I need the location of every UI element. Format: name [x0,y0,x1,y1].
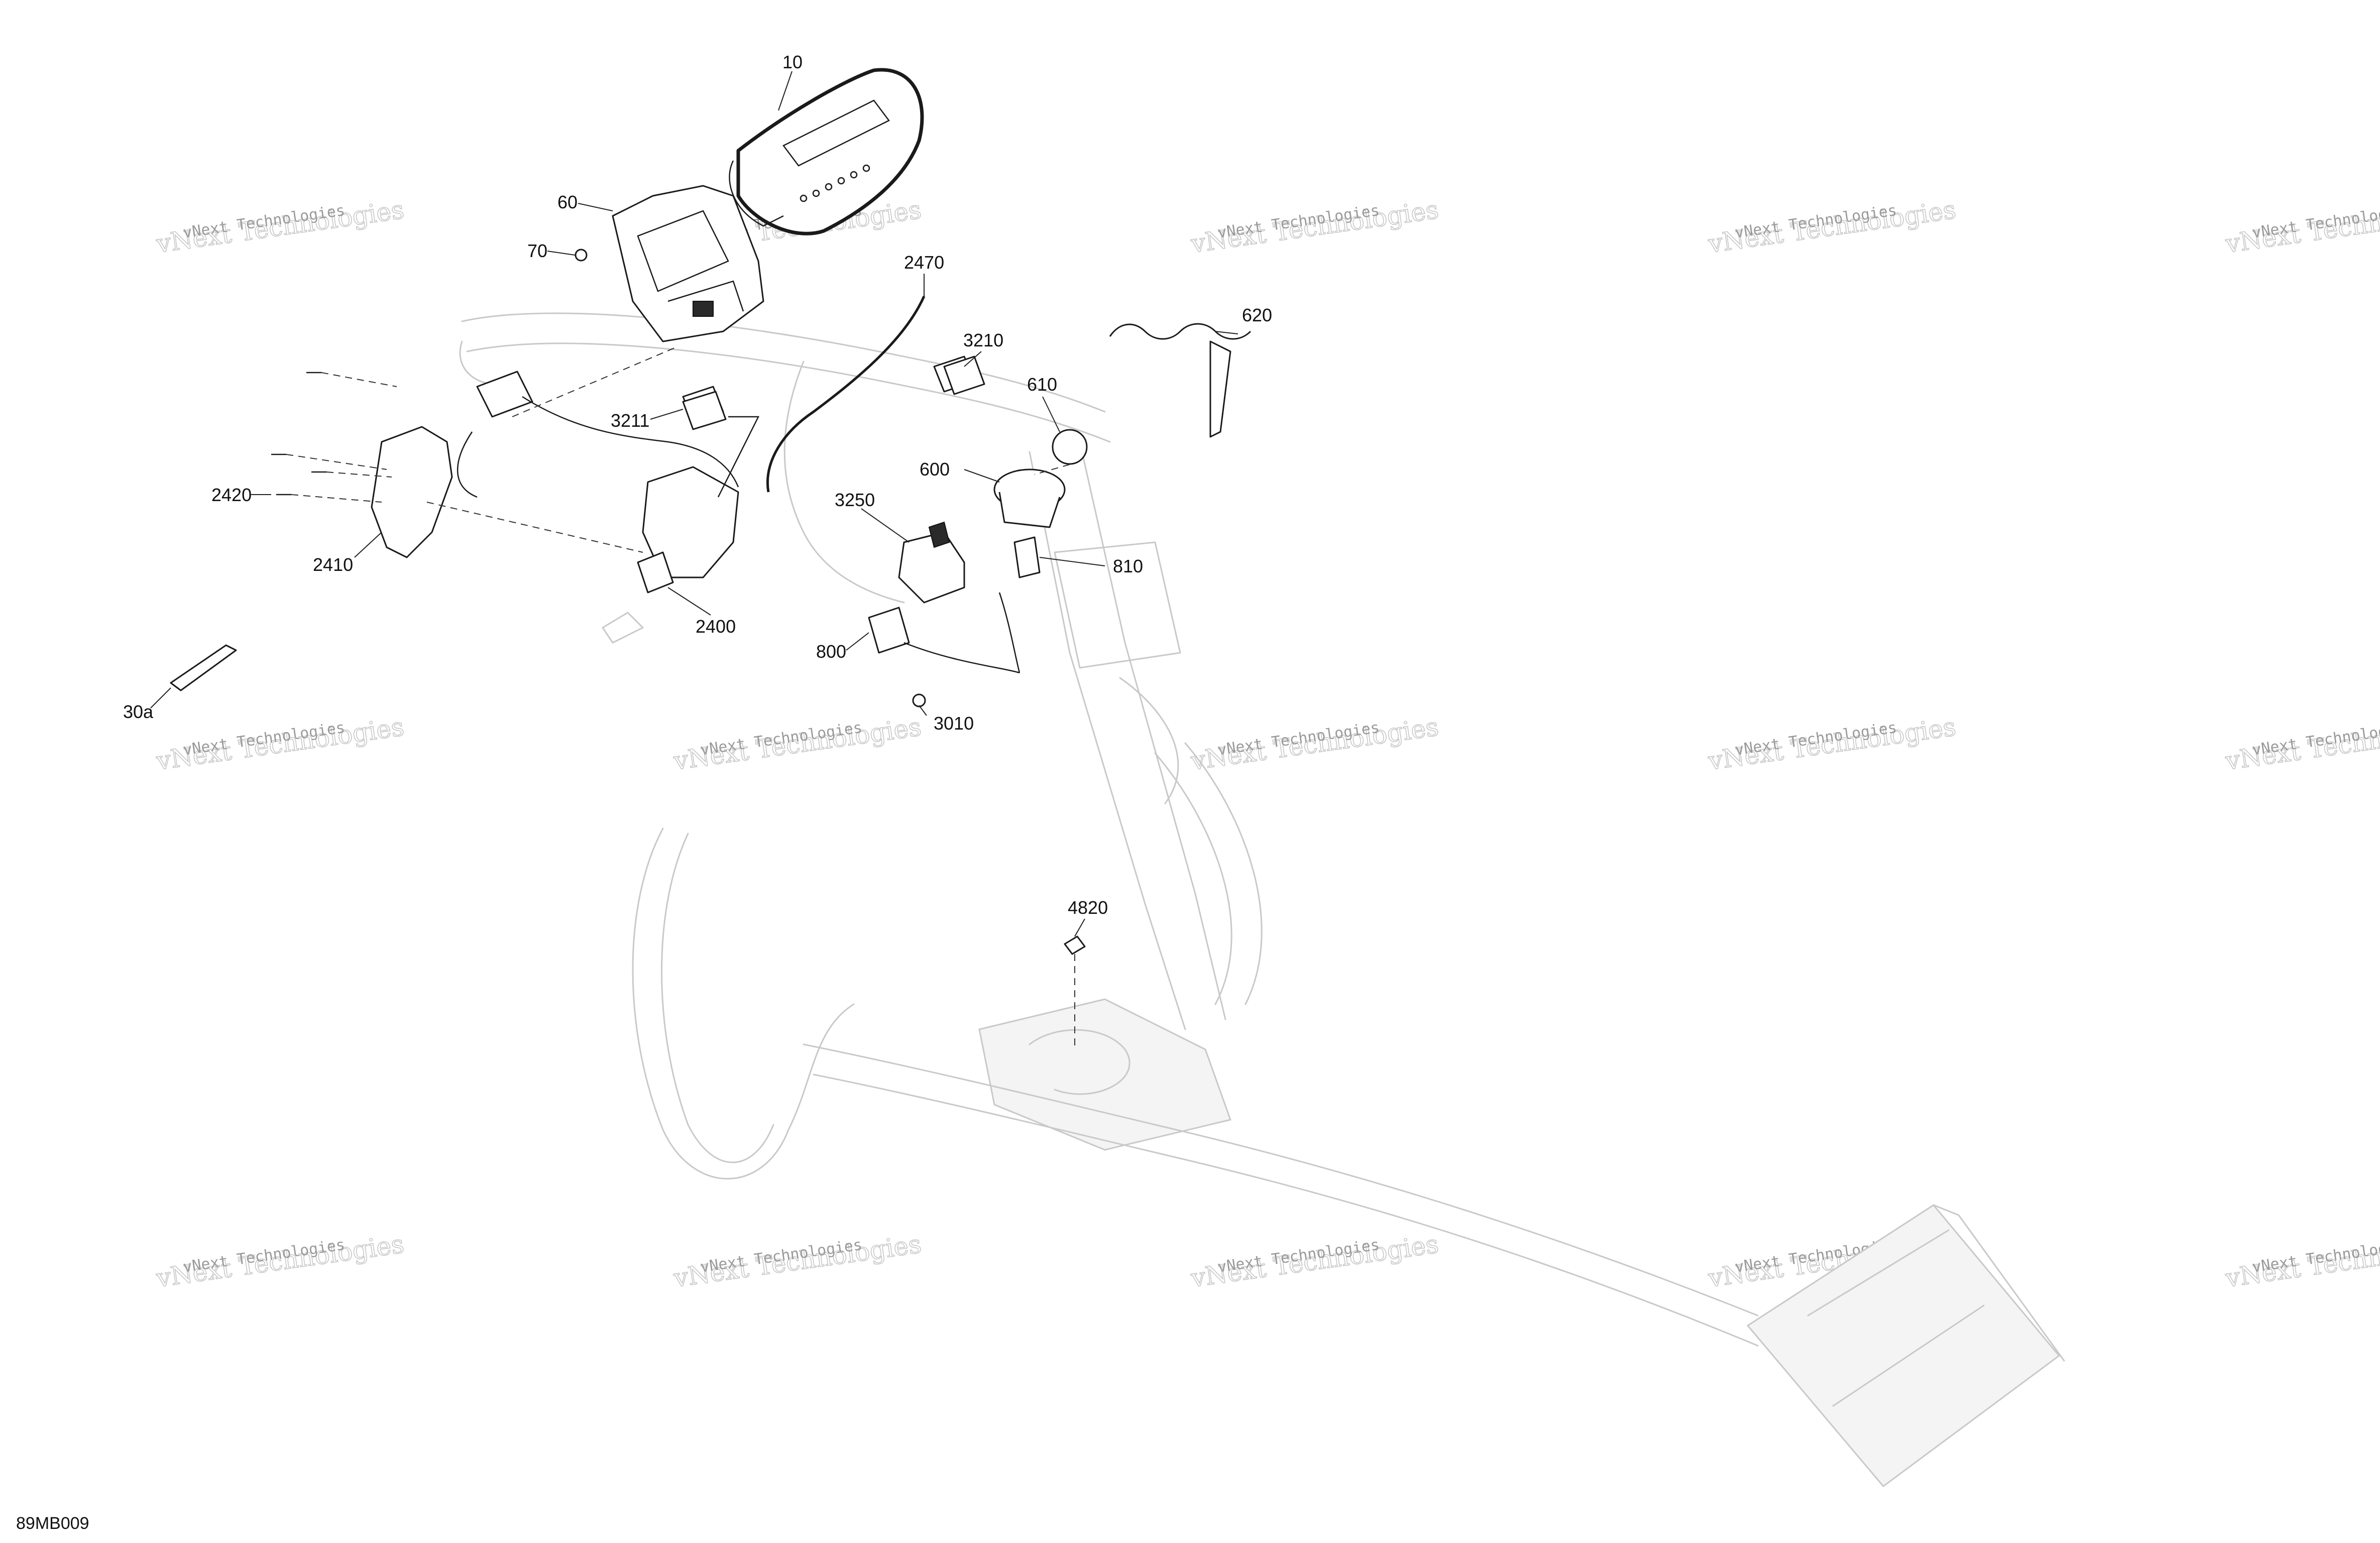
housing-cover-part-2410 [371,426,453,558]
diagram-reference-code: 89MB009 [16,1514,89,1533]
nut-part-3010 [912,693,926,707]
screw-part-70 [575,249,588,262]
callout-4820: 4820 [1068,897,1108,918]
frame-ghost-outline [459,312,2065,1488]
nut-part-4820 [1064,935,1086,955]
callout-3211: 3211 [611,410,649,431]
callout-2470: 2470 [904,252,944,273]
gauge-cluster-part-10 [729,68,924,235]
dess-post-part-600 [993,468,1066,528]
bracket-part-60 [612,185,764,342]
connector-part-3211 [682,391,727,430]
callout-800: 800 [816,641,846,662]
connector-part-3210 [943,355,985,395]
callout-3250: 3250 [835,490,875,510]
ring-nut-part-610 [1052,429,1088,465]
callout-30a: 30a [123,701,154,722]
screws-part-2420 [271,372,326,496]
cable-part-2470 [766,295,926,493]
callout-10: 10 [782,52,803,72]
callout-810: 810 [1113,556,1143,576]
lanyard-part-620 [1109,323,1252,438]
callout-600: 600 [920,459,950,480]
switch-module-part-3250 [898,521,965,604]
callout-2420: 2420 [211,485,252,505]
callout-610: 610 [1027,374,1057,395]
callout-3210: 3210 [963,330,1003,350]
assembly-dash-lines [286,346,1075,1049]
switch-housing-part-2400 [637,416,760,594]
probe-part-30a [170,644,237,691]
callout-60: 60 [557,192,578,212]
callout-70: 70 [527,241,547,261]
leader-lines [150,71,1238,937]
callout-2410: 2410 [313,554,353,575]
harness-connector-group [457,355,975,498]
connector-part-800 [868,592,1021,674]
callout-labels: 10 60 70 2470 3210 620 610 3211 600 2420… [123,52,1272,918]
part-810 [1013,536,1041,578]
callout-3010: 3010 [934,713,974,734]
callout-620: 620 [1242,305,1272,325]
callout-2400: 2400 [696,616,736,637]
